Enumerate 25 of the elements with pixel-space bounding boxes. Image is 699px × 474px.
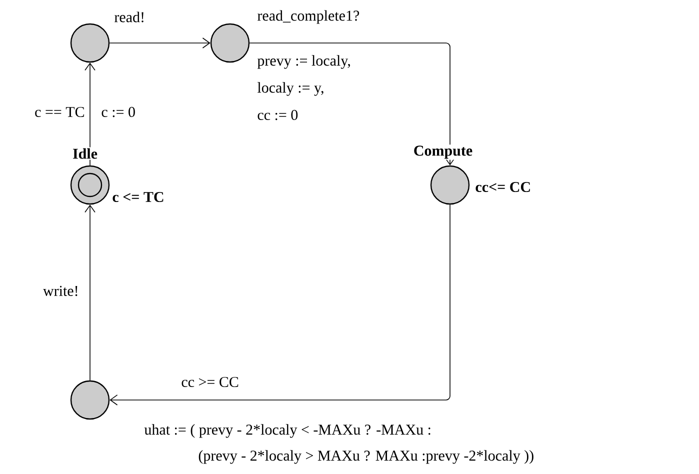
arrow — [84, 62, 96, 166]
state-circle — [70, 380, 110, 420]
invariant-label: cc<= CC — [474, 180, 532, 194]
edge-label: c == TC — [35, 106, 84, 118]
arrow — [84, 204, 96, 381]
state-circle — [70, 165, 110, 205]
update-label: uhat := ( prevy - 2*localy < -MAXu ? -MAXu : — [144, 424, 430, 438]
arrow — [249, 42, 456, 166]
update-label: cc := 0 — [258, 110, 298, 120]
edge-label: read_complete1? — [258, 10, 360, 24]
edge-label: cc >= CC — [182, 376, 238, 388]
edge-label: write! — [43, 286, 78, 296]
update-label: localy := y, — [258, 82, 324, 96]
update-label: c := 0 — [102, 106, 135, 118]
edge-label: read! — [114, 12, 144, 22]
invariant-label: c <= TC — [111, 190, 166, 204]
state-name: Compute — [412, 144, 474, 160]
arrow — [109, 38, 210, 48]
state-name: Idle — [72, 147, 99, 160]
update-label: (prevy - 2*localy > MAXu ? MAXu :prevy -2*localy )) — [198, 450, 534, 464]
update-label: prevy := localy, — [257, 55, 350, 69]
state-circle — [210, 23, 250, 63]
arrow — [110, 204, 450, 406]
state-circle — [70, 23, 110, 63]
state-circle — [430, 165, 470, 205]
